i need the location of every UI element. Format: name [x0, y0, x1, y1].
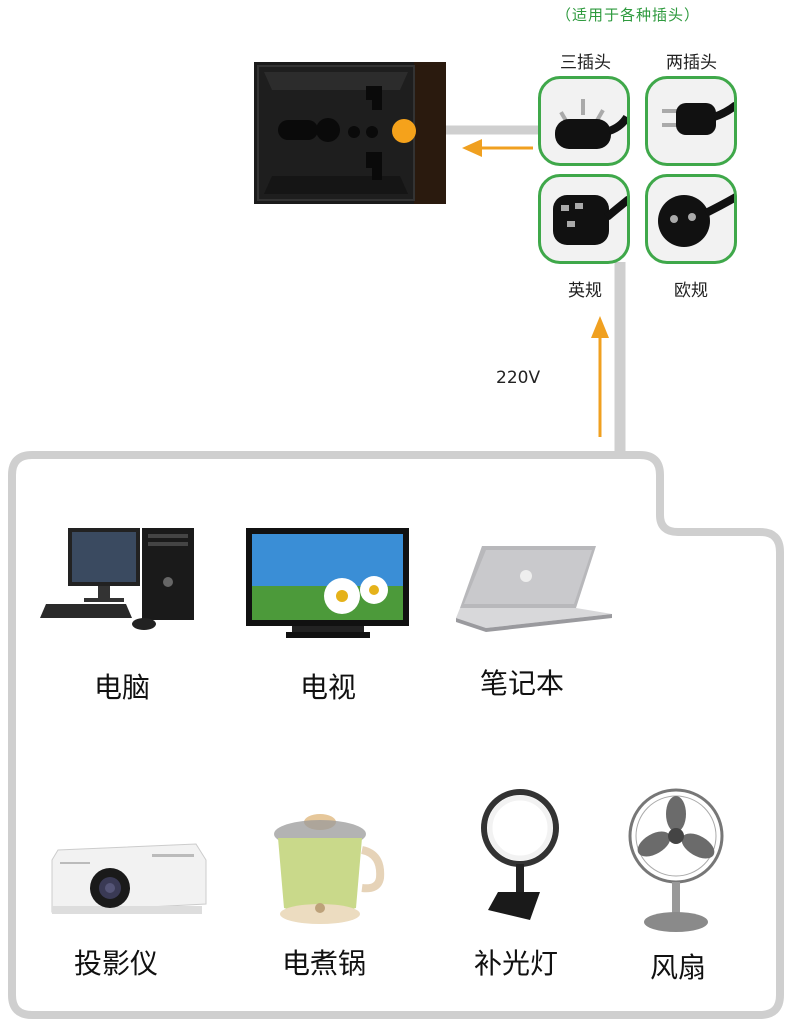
device-label-tv: 电视 — [299, 671, 356, 704]
device-label-computer: 电脑 — [93, 671, 150, 704]
device-label-pot: 电煮锅 — [281, 947, 366, 980]
eu-plug-label: 欧规 — [674, 281, 708, 301]
projector-icon — [48, 840, 208, 920]
two-pin-label: 两插头 — [666, 53, 717, 73]
three-pin-plug-icon — [538, 76, 630, 166]
fan-icon — [626, 786, 726, 936]
ring-light-icon — [470, 784, 570, 924]
eu-plug-icon — [645, 174, 737, 264]
device-label-fan: 风扇 — [649, 951, 706, 984]
universal-socket-icon — [254, 62, 446, 204]
device-label-ring-light: 补光灯 — [473, 947, 558, 980]
laptop-icon — [456, 544, 616, 634]
arrow-up-icon — [591, 316, 609, 338]
uk-plug-icon — [538, 174, 630, 264]
device-label-projector: 投影仪 — [73, 947, 158, 980]
arrow-left-icon — [462, 139, 482, 157]
desktop-computer-icon — [40, 520, 200, 635]
tv-icon — [246, 528, 411, 643]
two-pin-plug-icon — [645, 76, 737, 166]
devices-frame — [8, 451, 784, 1019]
device-label-laptop: 笔记本 — [479, 667, 564, 700]
uk-plug-label: 英规 — [568, 281, 602, 301]
voltage-label: 220V — [496, 368, 541, 388]
electric-pot-icon — [264, 798, 394, 928]
compatibility-note: （适用于各种插头） — [556, 6, 701, 24]
three-pin-label: 三插头 — [560, 53, 611, 73]
